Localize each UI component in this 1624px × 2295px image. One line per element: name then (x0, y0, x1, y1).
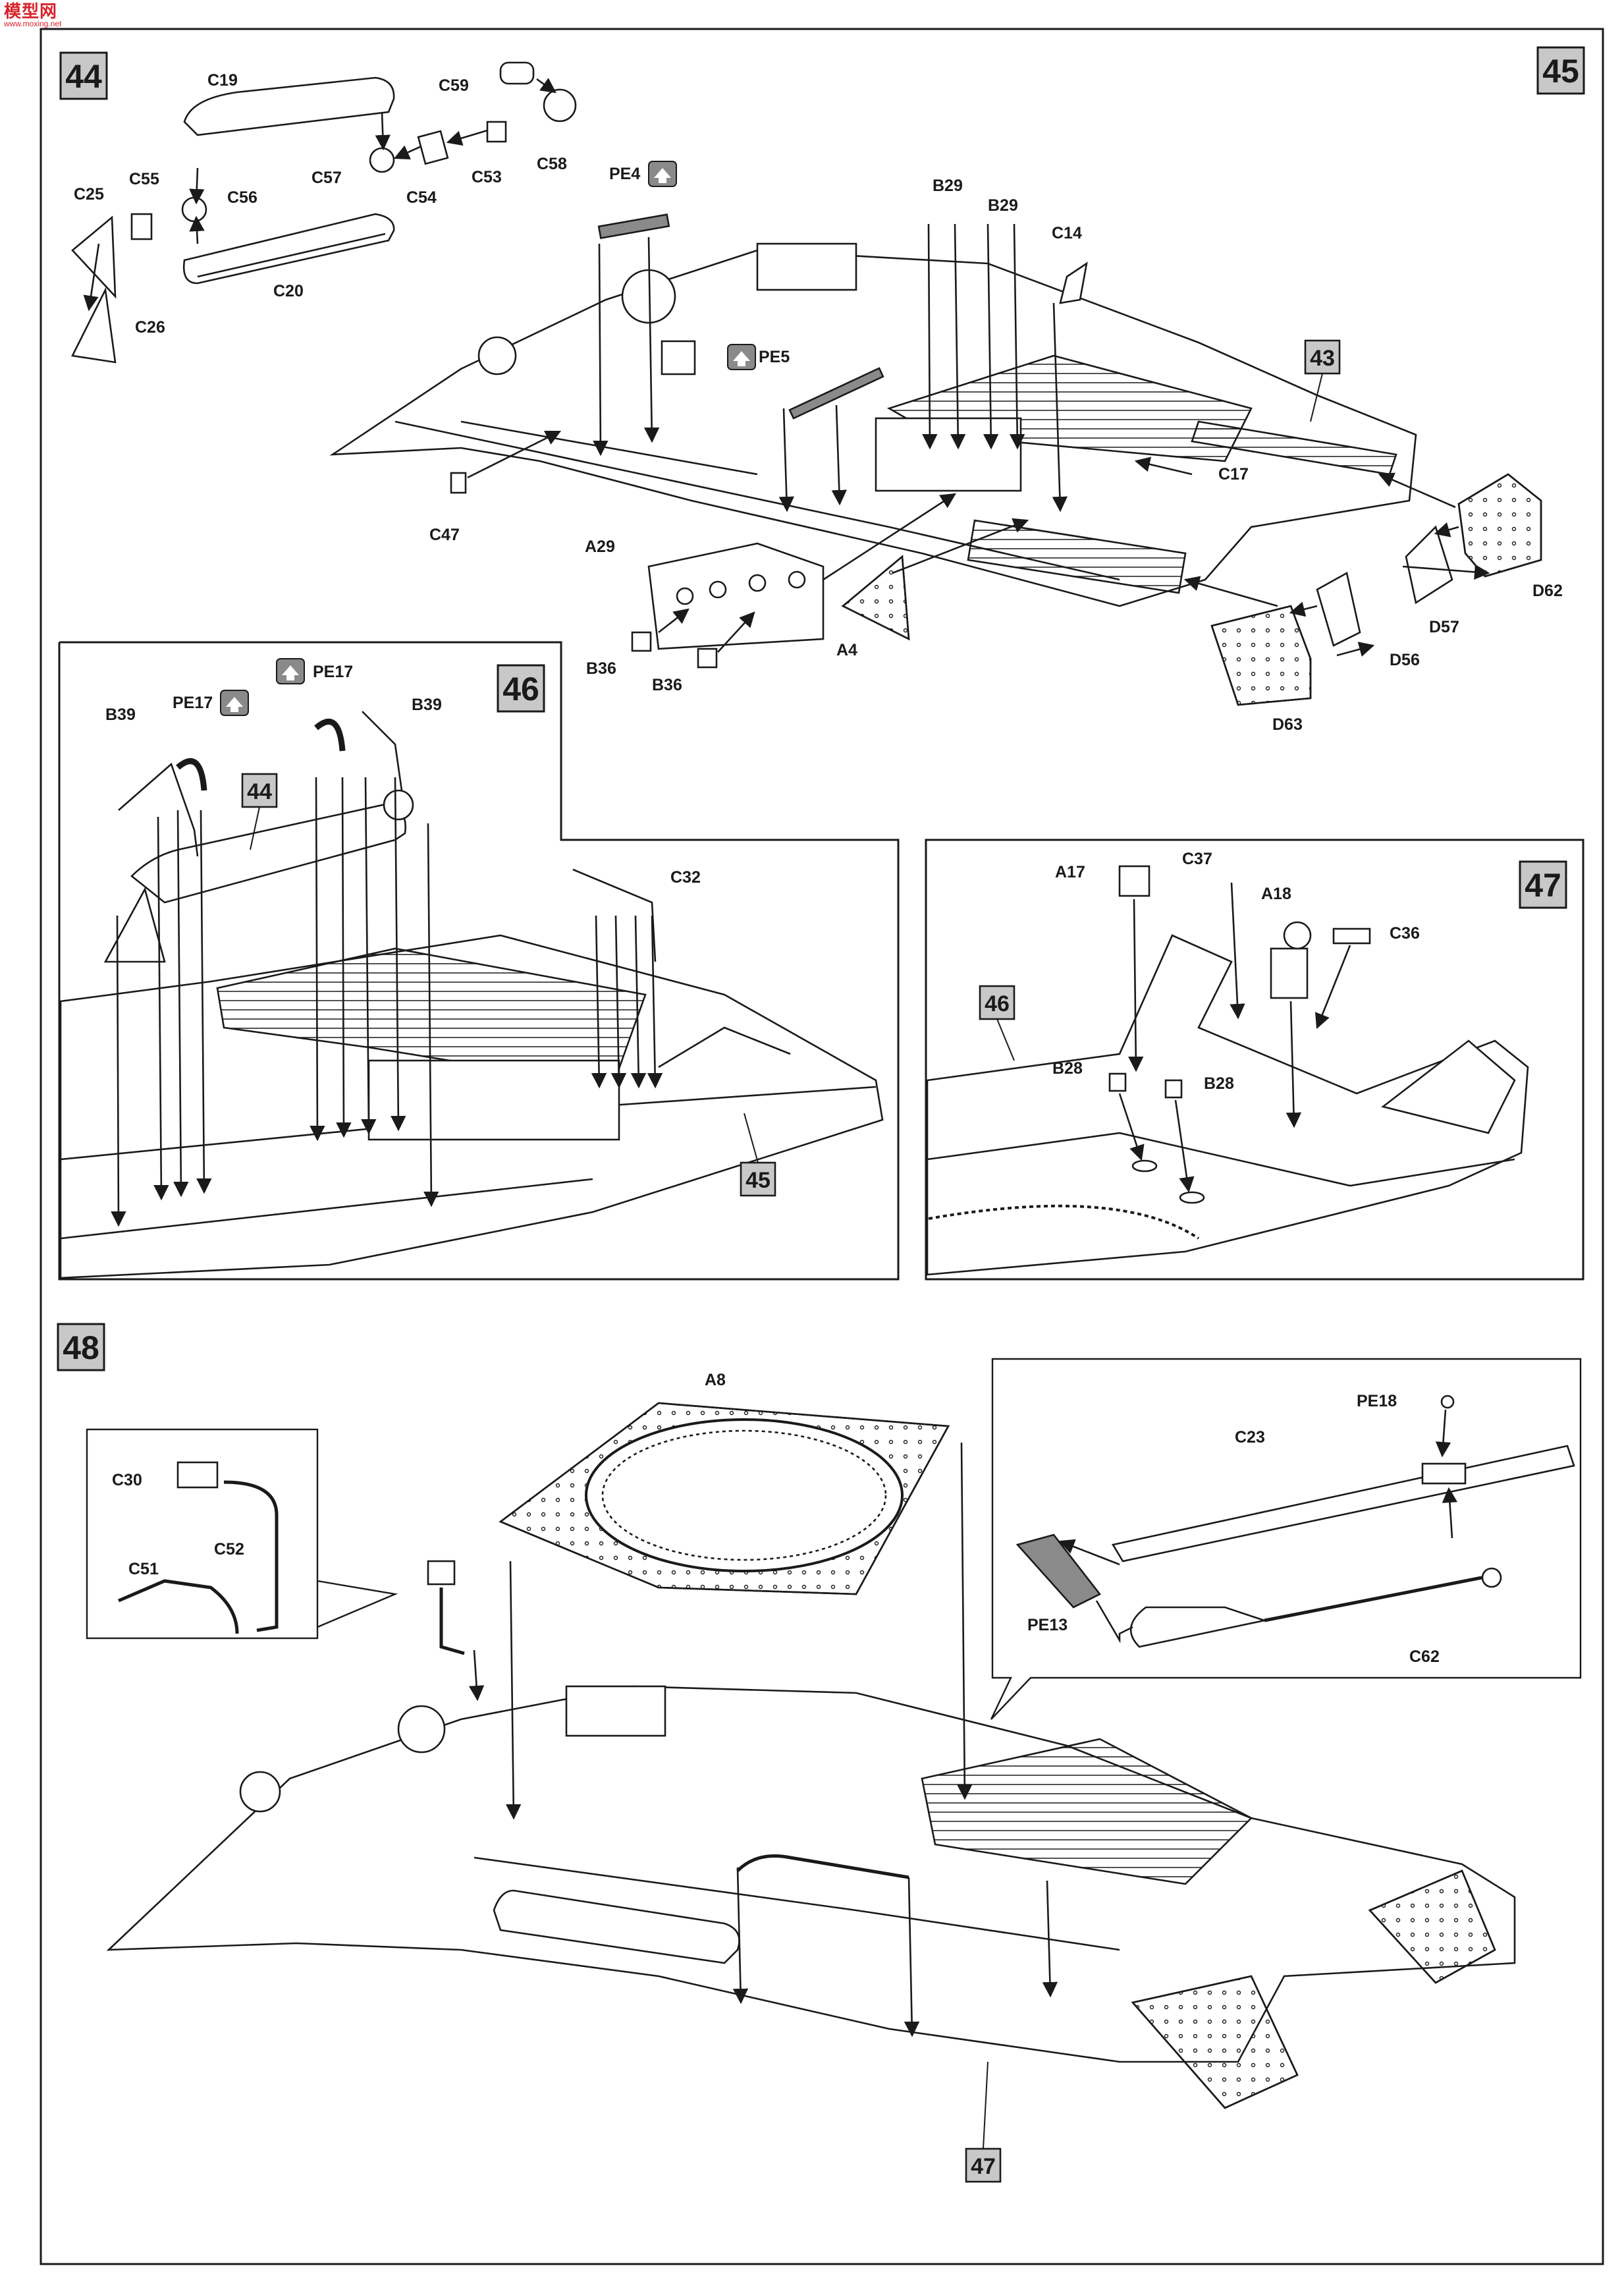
ref-45-box: 45 (740, 1161, 776, 1197)
watermark-url: www.moxing.net (4, 19, 62, 28)
label-PE4: PE4 (609, 165, 640, 183)
step-46-number: 46 (502, 671, 539, 707)
ref-44-box: 44 (241, 773, 278, 808)
label-C57: C57 (311, 169, 342, 187)
label-C37: C37 (1182, 850, 1212, 868)
label-B36-left: B36 (586, 659, 616, 678)
photo-etch-badges (220, 161, 756, 716)
step-48-inset-right (990, 1358, 1582, 1720)
step-47-number: 47 (1525, 867, 1561, 904)
label-C19: C19 (207, 71, 238, 90)
label-C25: C25 (74, 185, 104, 204)
label-A4: A4 (836, 641, 857, 659)
label-B39-left: B39 (105, 705, 136, 724)
pe17-top-badge-icon (276, 658, 305, 684)
label-C23: C23 (1235, 1428, 1265, 1447)
ref-44-label: 44 (247, 779, 272, 804)
label-D56: D56 (1390, 651, 1420, 669)
reference-boxes: 43 44 45 46 47 (241, 339, 1341, 2183)
label-C51: C51 (128, 1560, 159, 1578)
step-47-frame (925, 839, 1584, 1281)
label-C47: C47 (429, 526, 460, 544)
ref-43-label: 43 (1310, 346, 1335, 371)
label-PE17-left: PE17 (173, 694, 213, 712)
label-A17: A17 (1055, 863, 1085, 881)
step-48-box: 48 (57, 1323, 105, 1371)
part-labels: C19 C20 C25 C26 C55 C56 C57 C54 C53 C58 … (74, 71, 1563, 1666)
ref-43-box: 43 (1304, 339, 1341, 375)
label-C56: C56 (227, 188, 257, 207)
label-PE13: PE13 (1027, 1616, 1068, 1634)
page-frame (40, 28, 1604, 2265)
label-B28-left: B28 (1052, 1059, 1083, 1078)
label-B29-left: B29 (933, 177, 963, 195)
label-B29-right: B29 (988, 196, 1018, 215)
step-47-drawing (926, 865, 1529, 1276)
label-A18: A18 (1261, 885, 1291, 903)
label-B36-right: B36 (652, 676, 682, 694)
ref-46-box: 46 (979, 985, 1015, 1020)
step-46-box: 46 (497, 664, 545, 713)
step-45-number: 45 (1542, 53, 1579, 90)
label-C32: C32 (670, 868, 701, 887)
label-PE17-top: PE17 (313, 663, 353, 681)
label-C26: C26 (135, 318, 165, 337)
label-A8: A8 (705, 1371, 726, 1389)
watermark-logo: 模型网 www.moxing.net (4, 3, 61, 28)
ref-47-box: 47 (965, 2147, 1002, 2183)
label-C30: C30 (112, 1471, 142, 1489)
step-48-inset-left (86, 1428, 319, 1640)
step-46-frame (58, 641, 900, 1281)
label-B39-right: B39 (412, 696, 442, 714)
reference-leaders (250, 373, 1323, 2149)
hull-deck-45-drawing (329, 242, 1417, 607)
label-C53: C53 (472, 168, 502, 186)
step-48-number: 48 (63, 1329, 99, 1366)
label-D57: D57 (1429, 618, 1459, 636)
label-C36: C36 (1390, 924, 1420, 943)
step-44-box: 44 (59, 51, 108, 100)
step-44-45-section (71, 61, 1542, 706)
label-PE5: PE5 (759, 348, 790, 366)
label-C62: C62 (1409, 1647, 1440, 1666)
label-C55: C55 (129, 170, 159, 188)
label-C58: C58 (537, 155, 567, 173)
watermark-name: 模型网 (4, 1, 58, 21)
step-number-boxes: 44 45 46 47 48 (57, 46, 1585, 1371)
ref-45-label: 45 (745, 1168, 771, 1193)
label-C54: C54 (406, 188, 437, 207)
pe17-badge-icon (220, 690, 249, 716)
ref-46-label: 46 (985, 991, 1010, 1016)
step-47-box: 47 (1519, 860, 1567, 909)
label-C17: C17 (1218, 465, 1249, 484)
step-46-drawing (59, 711, 884, 1279)
pe5-badge-icon (727, 344, 756, 370)
label-C59: C59 (439, 76, 469, 95)
pe4-badge-icon (648, 161, 677, 187)
tube-c19-c20-drawing (71, 61, 577, 364)
step-48-drawing (86, 1358, 1582, 2109)
label-D63: D63 (1272, 715, 1303, 734)
label-C52: C52 (214, 1540, 244, 1559)
label-C14: C14 (1052, 224, 1082, 242)
label-PE18: PE18 (1357, 1392, 1397, 1410)
label-B28-right: B28 (1204, 1074, 1234, 1093)
label-D62: D62 (1532, 582, 1563, 600)
step-45-box: 45 (1536, 46, 1585, 95)
label-A29: A29 (585, 538, 615, 556)
label-C20: C20 (273, 282, 304, 300)
ref-47-label: 47 (971, 2154, 996, 2179)
step-44-number: 44 (65, 58, 102, 95)
